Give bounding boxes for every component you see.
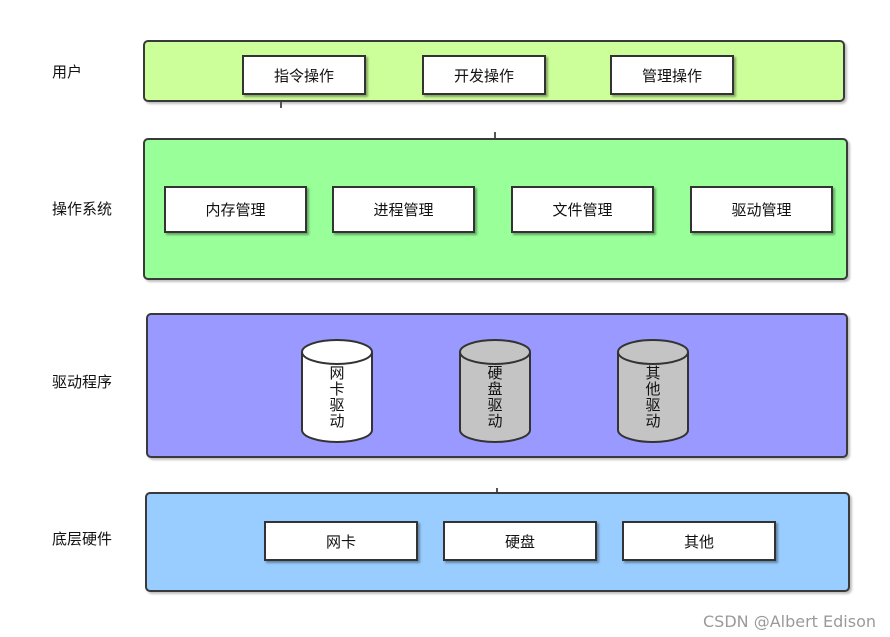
disk-driver-label: 硬盘驱动 xyxy=(485,365,504,429)
connector-os-top xyxy=(494,132,496,138)
disk-driver-cylinder: 硬盘驱动 xyxy=(458,338,532,446)
development-operation-box: 开发操作 xyxy=(422,55,546,95)
file-management-box: 文件管理 xyxy=(511,186,654,233)
cylinder-gray-shape xyxy=(459,339,531,443)
cylinder-gray-shape xyxy=(617,339,689,443)
nic-hardware-box: 网卡 xyxy=(264,521,418,561)
cylinder-white-shape xyxy=(301,339,373,443)
nic-driver-cylinder: 网卡驱动 xyxy=(300,338,374,446)
hardware-layer: 网卡 硬盘 其他 xyxy=(145,492,850,592)
other-hardware-box: 其他 xyxy=(622,521,776,561)
layer-label-os: 操作系统 xyxy=(52,200,113,218)
connector-driver-hardware xyxy=(496,488,498,494)
other-driver-label: 其他驱动 xyxy=(643,365,662,429)
process-management-box: 进程管理 xyxy=(332,186,475,233)
other-driver-cylinder: 其他驱动 xyxy=(616,338,690,446)
memory-management-box: 内存管理 xyxy=(164,186,307,233)
driver-management-box: 驱动管理 xyxy=(690,186,833,233)
layer-label-driver: 驱动程序 xyxy=(52,373,113,391)
command-operation-box: 指令操作 xyxy=(242,55,366,95)
os-layer: 内存管理 进程管理 文件管理 驱动管理 xyxy=(143,138,848,280)
layer-label-hardware: 底层硬件 xyxy=(52,530,113,548)
management-operation-box: 管理操作 xyxy=(610,55,734,95)
watermark: CSDN @Albert Edison xyxy=(702,612,876,631)
nic-driver-label: 网卡驱动 xyxy=(327,365,346,429)
connector-user-os xyxy=(280,102,282,108)
layer-label-user: 用户 xyxy=(52,63,83,81)
user-layer: 指令操作 开发操作 管理操作 xyxy=(143,40,845,102)
disk-hardware-box: 硬盘 xyxy=(443,521,597,561)
